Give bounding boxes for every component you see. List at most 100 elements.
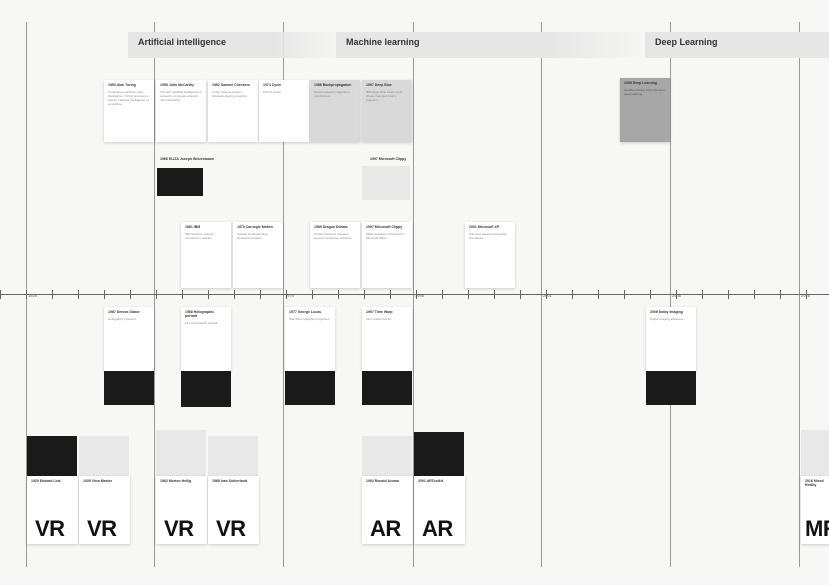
axis-tick xyxy=(676,290,677,299)
axis-tick xyxy=(104,290,105,299)
card-title: 1997 Deep Blue xyxy=(366,83,392,87)
axis-tick xyxy=(624,290,625,299)
era-label: Artificial intelligence xyxy=(138,37,227,47)
ai-card[interactable]: 1950 Alan Turing Computing machinery and… xyxy=(104,80,154,142)
axis-tick xyxy=(572,290,573,299)
axis-tick xyxy=(182,290,183,299)
reality-card[interactable]: 2016 Mixed Reality xyxy=(801,476,829,544)
speech-card[interactable]: 2001 Microsoft XP Windows speech recogni… xyxy=(465,222,515,288)
card-title: 1989 Dragon Dictate xyxy=(314,225,348,229)
card-title: 1977 George Lucas xyxy=(289,310,322,314)
card-title: 1968 Ivan Sutherland xyxy=(212,479,248,483)
dl-card[interactable]: 2006 Deep Learning Geoffrey Hinton coins… xyxy=(620,78,670,142)
card-title: 1967 Dennis Gabor xyxy=(108,310,140,314)
card-title: 1997 Microsoft Clippy xyxy=(366,225,403,229)
year-label: 2006 xyxy=(672,293,681,298)
reality-tag: VR xyxy=(35,516,65,541)
axis-tick xyxy=(468,290,469,299)
axis-tick xyxy=(728,290,729,299)
card-title: 2001 ARToolkit xyxy=(418,479,443,483)
reality-card[interactable]: 1968 Ivan Sutherland xyxy=(208,476,259,544)
hologram-card[interactable]: 1997 Time Warp First virtual concert. xyxy=(362,307,412,371)
card-title: 1970 Carnegie Mellon xyxy=(237,225,273,229)
card-body: The term artificial intelligence is coin… xyxy=(160,90,202,102)
card-body: First virtual concert. xyxy=(366,317,393,321)
hologram-card[interactable]: 2006 Dolby Imaging Digital imaging advan… xyxy=(646,307,696,371)
axis-tick xyxy=(260,290,261,299)
axis-tick xyxy=(52,290,53,299)
card-body: Office assistant introduced in Microsoft… xyxy=(366,232,405,240)
ai-card[interactable]: 1962 Samuel Checkers Arthur Samuel write… xyxy=(208,80,258,142)
reality-card[interactable]: 1929 Edward Link xyxy=(27,476,78,544)
axis-tick xyxy=(390,290,391,299)
year-label: 2001 xyxy=(543,293,552,298)
speech-card[interactable]: 1989 Dragon Dictate Dragon Systems relea… xyxy=(310,222,360,288)
card-body: Windows speech recognition introduced. xyxy=(469,232,508,240)
card-body: Backpropagation algorithm popularised. xyxy=(314,90,350,98)
axis-tick xyxy=(130,290,131,299)
axis-tick xyxy=(806,290,807,299)
card-photo xyxy=(801,430,829,476)
era-band-ai: Artificial intelligence xyxy=(128,32,338,58)
year-label: 1998 xyxy=(415,293,424,298)
card-photo xyxy=(362,436,412,476)
axis-tick xyxy=(208,290,209,299)
speech-card[interactable]: 1997 Microsoft Clippy Office assistant i… xyxy=(362,222,412,288)
ml-card[interactable]: 1997 Deep Blue IBM Deep Blue beats world… xyxy=(362,80,412,142)
ai-card[interactable]: 1955 John McCarthy The term artificial i… xyxy=(156,80,206,142)
axis-tick xyxy=(494,290,495,299)
card-title: 1968 Holographic portrait xyxy=(185,310,215,318)
card-body: Holography invented. xyxy=(108,317,137,321)
card-title: 1997 Time Warp xyxy=(366,310,393,314)
axis-tick xyxy=(702,290,703,299)
reality-card[interactable]: 1992 Ronald Azuma xyxy=(362,476,413,544)
card-body: Arthur Samuel writes a checkers-playing … xyxy=(212,90,248,98)
hologram-card[interactable]: 1977 George Lucas Star Wars hologram pro… xyxy=(285,307,335,371)
era-label: Machine learning xyxy=(346,37,420,47)
axis-tick xyxy=(520,290,521,299)
axis-tick xyxy=(312,290,313,299)
card-photo xyxy=(156,430,206,476)
card-photo xyxy=(285,371,335,405)
card-photo xyxy=(362,371,412,405)
reality-tag: MR xyxy=(805,516,829,541)
clippy-label: 1997 Microsoft Clippy xyxy=(370,157,407,161)
hologram-card[interactable]: 1967 Dennis Gabor Holography invented. xyxy=(104,307,154,371)
ml-card[interactable]: 1986 Backpropagation Backpropagation alg… xyxy=(310,80,360,142)
card-body: Geoffrey Hinton coins the term deep lear… xyxy=(624,88,665,96)
card-title: 1961 IBM xyxy=(185,225,201,229)
year-label: 2016 xyxy=(801,293,810,298)
reality-tag: AR xyxy=(370,516,401,541)
era-band-dl: Deep Learning xyxy=(645,32,829,58)
axis-tick xyxy=(546,290,547,299)
axis-tick xyxy=(416,290,417,299)
axis-tick xyxy=(26,290,27,299)
reality-card[interactable]: 1939 View-Master xyxy=(79,476,130,544)
axis-tick xyxy=(442,290,443,299)
year-label: 1925 xyxy=(28,293,37,298)
card-title: 1974 Cycle xyxy=(263,83,282,87)
reality-tag: VR xyxy=(216,516,246,541)
card-photo xyxy=(27,436,77,476)
reality-tag: AR xyxy=(422,516,453,541)
card-title: 1986 Backpropagation xyxy=(314,83,352,87)
reality-card[interactable]: 2001 ARToolkit xyxy=(414,476,465,544)
speech-card[interactable]: 1970 Carnegie Mellon Speech Understandin… xyxy=(233,222,283,288)
axis-tick xyxy=(338,290,339,299)
card-body: First AI winter. xyxy=(263,90,282,94)
ai-card[interactable]: 1974 Cycle First AI winter. xyxy=(259,80,309,142)
hologram-card[interactable]: 1968 Holographic portrait First holograp… xyxy=(181,307,231,371)
axis-tick xyxy=(156,290,157,299)
card-photo xyxy=(646,371,696,405)
card-body: Dragon Systems releases speech recogniti… xyxy=(314,232,353,240)
reality-card[interactable]: 1962 Morton Heilig xyxy=(156,476,207,544)
eliza-label: 1966 ELIZA Joseph Weizenbaum xyxy=(160,157,215,161)
card-title: 2006 Deep Learning xyxy=(624,81,658,85)
speech-card[interactable]: 1961 IBM IBM Shoebox speech recognition … xyxy=(181,222,231,288)
card-photo xyxy=(208,436,258,476)
axis-tick xyxy=(754,290,755,299)
card-title: 1992 Ronald Azuma xyxy=(366,479,399,483)
axis-tick xyxy=(364,290,365,299)
card-title: 2006 Dolby Imaging xyxy=(650,310,683,314)
card-body: Speech Understanding Research program. xyxy=(237,232,268,240)
